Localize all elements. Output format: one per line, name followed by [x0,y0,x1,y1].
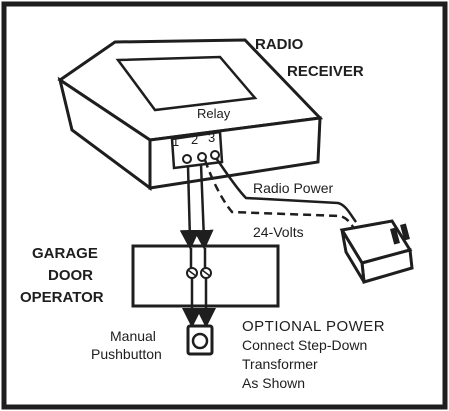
terminal-number-3: 3 [208,130,215,145]
operator-label-line1: GARAGE [32,245,98,262]
pushbutton-label-line1: Manual [110,328,156,344]
radio-power-wire [214,157,358,223]
pushbutton-icon [191,332,209,350]
terminal-number-2: 2 [191,132,198,147]
optional-power-line2: Transformer [242,356,318,372]
optional-power-line1: Connect Step-Down [242,337,367,353]
receiver-title-line2: RECEIVER [287,63,364,80]
relay-to-operator-wire-right [193,163,214,250]
operator-label-line3: OPERATOR [20,289,104,306]
pushbutton-label-line2: Pushbutton [91,346,162,362]
terminal-number-1: 1 [172,134,179,149]
terminal-screw-1 [182,154,192,164]
relay-label: Relay [197,106,231,121]
radio-receiver [57,38,324,191]
optional-power-heading: OPTIONAL POWER [242,318,385,335]
operator-label-line2: DOOR [48,267,93,284]
optional-power-line3: As Shown [242,375,305,391]
receiver-panel [115,55,258,112]
transformer-prong-right [400,223,410,241]
terminal-screw-3 [210,150,220,160]
transformer-prong-left [390,227,400,245]
radio-power-label: Radio Power [253,180,333,196]
terminal-screw-2 [197,152,207,162]
relay-to-operator-wire-left [179,165,200,250]
volts-label: 24-Volts [253,224,304,240]
volts-wire [203,159,358,233]
step-down-transformer [339,219,414,284]
receiver-title-line1: RADIO [255,36,304,53]
